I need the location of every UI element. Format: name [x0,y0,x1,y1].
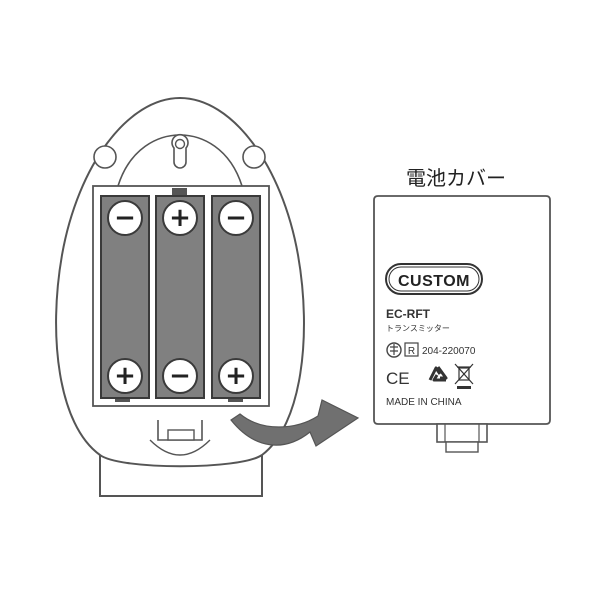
hanger-keyhole-icon [171,133,189,169]
ce-mark-icon: CE [386,369,410,388]
plus-terminal-icon: + [225,361,247,391]
cover-plate [373,195,551,425]
minus-terminal-icon: − [225,203,247,233]
minus-terminal-icon: − [169,361,191,391]
recycle-icon [428,366,448,382]
terminal-circle [218,200,254,236]
batteries: −++−−+ [100,195,261,399]
direction-arrow [230,399,360,447]
callout-label: 電池カバー [406,166,506,190]
terminal-circle [162,358,198,394]
battery-cell: +− [155,195,205,399]
origin-label: MADE IN CHINA [386,397,462,408]
model-subtitle: トランスミッター [386,324,450,333]
battery-cover: 電池カバー CUSTOM EC-RFT トランスミッター R 204-22007… [373,166,551,453]
device-back: −++−−+ [55,96,305,497]
plus-terminal-icon: + [169,203,191,233]
model-number: EC-RFT [386,307,431,321]
minus-terminal-icon: − [114,203,136,233]
r-mark-icon: R [404,342,419,357]
battery-cell: −+ [211,195,261,399]
battery-cell: −+ [100,195,150,399]
terminal-circle [107,200,143,236]
screw-hole-left [93,145,117,169]
cert-number: 204-220070 [422,346,476,357]
screw-hole-right [242,145,266,169]
terminal-circle [218,358,254,394]
weee-bin-icon [454,363,474,389]
cert-giteki-icon [386,342,402,358]
terminal-circle [162,200,198,236]
svg-text:R: R [408,346,415,357]
brand-logo-badge [385,263,483,295]
plus-terminal-icon: + [114,361,136,391]
brand-logo-text: CUSTOM [398,273,470,290]
terminal-circle [107,358,143,394]
